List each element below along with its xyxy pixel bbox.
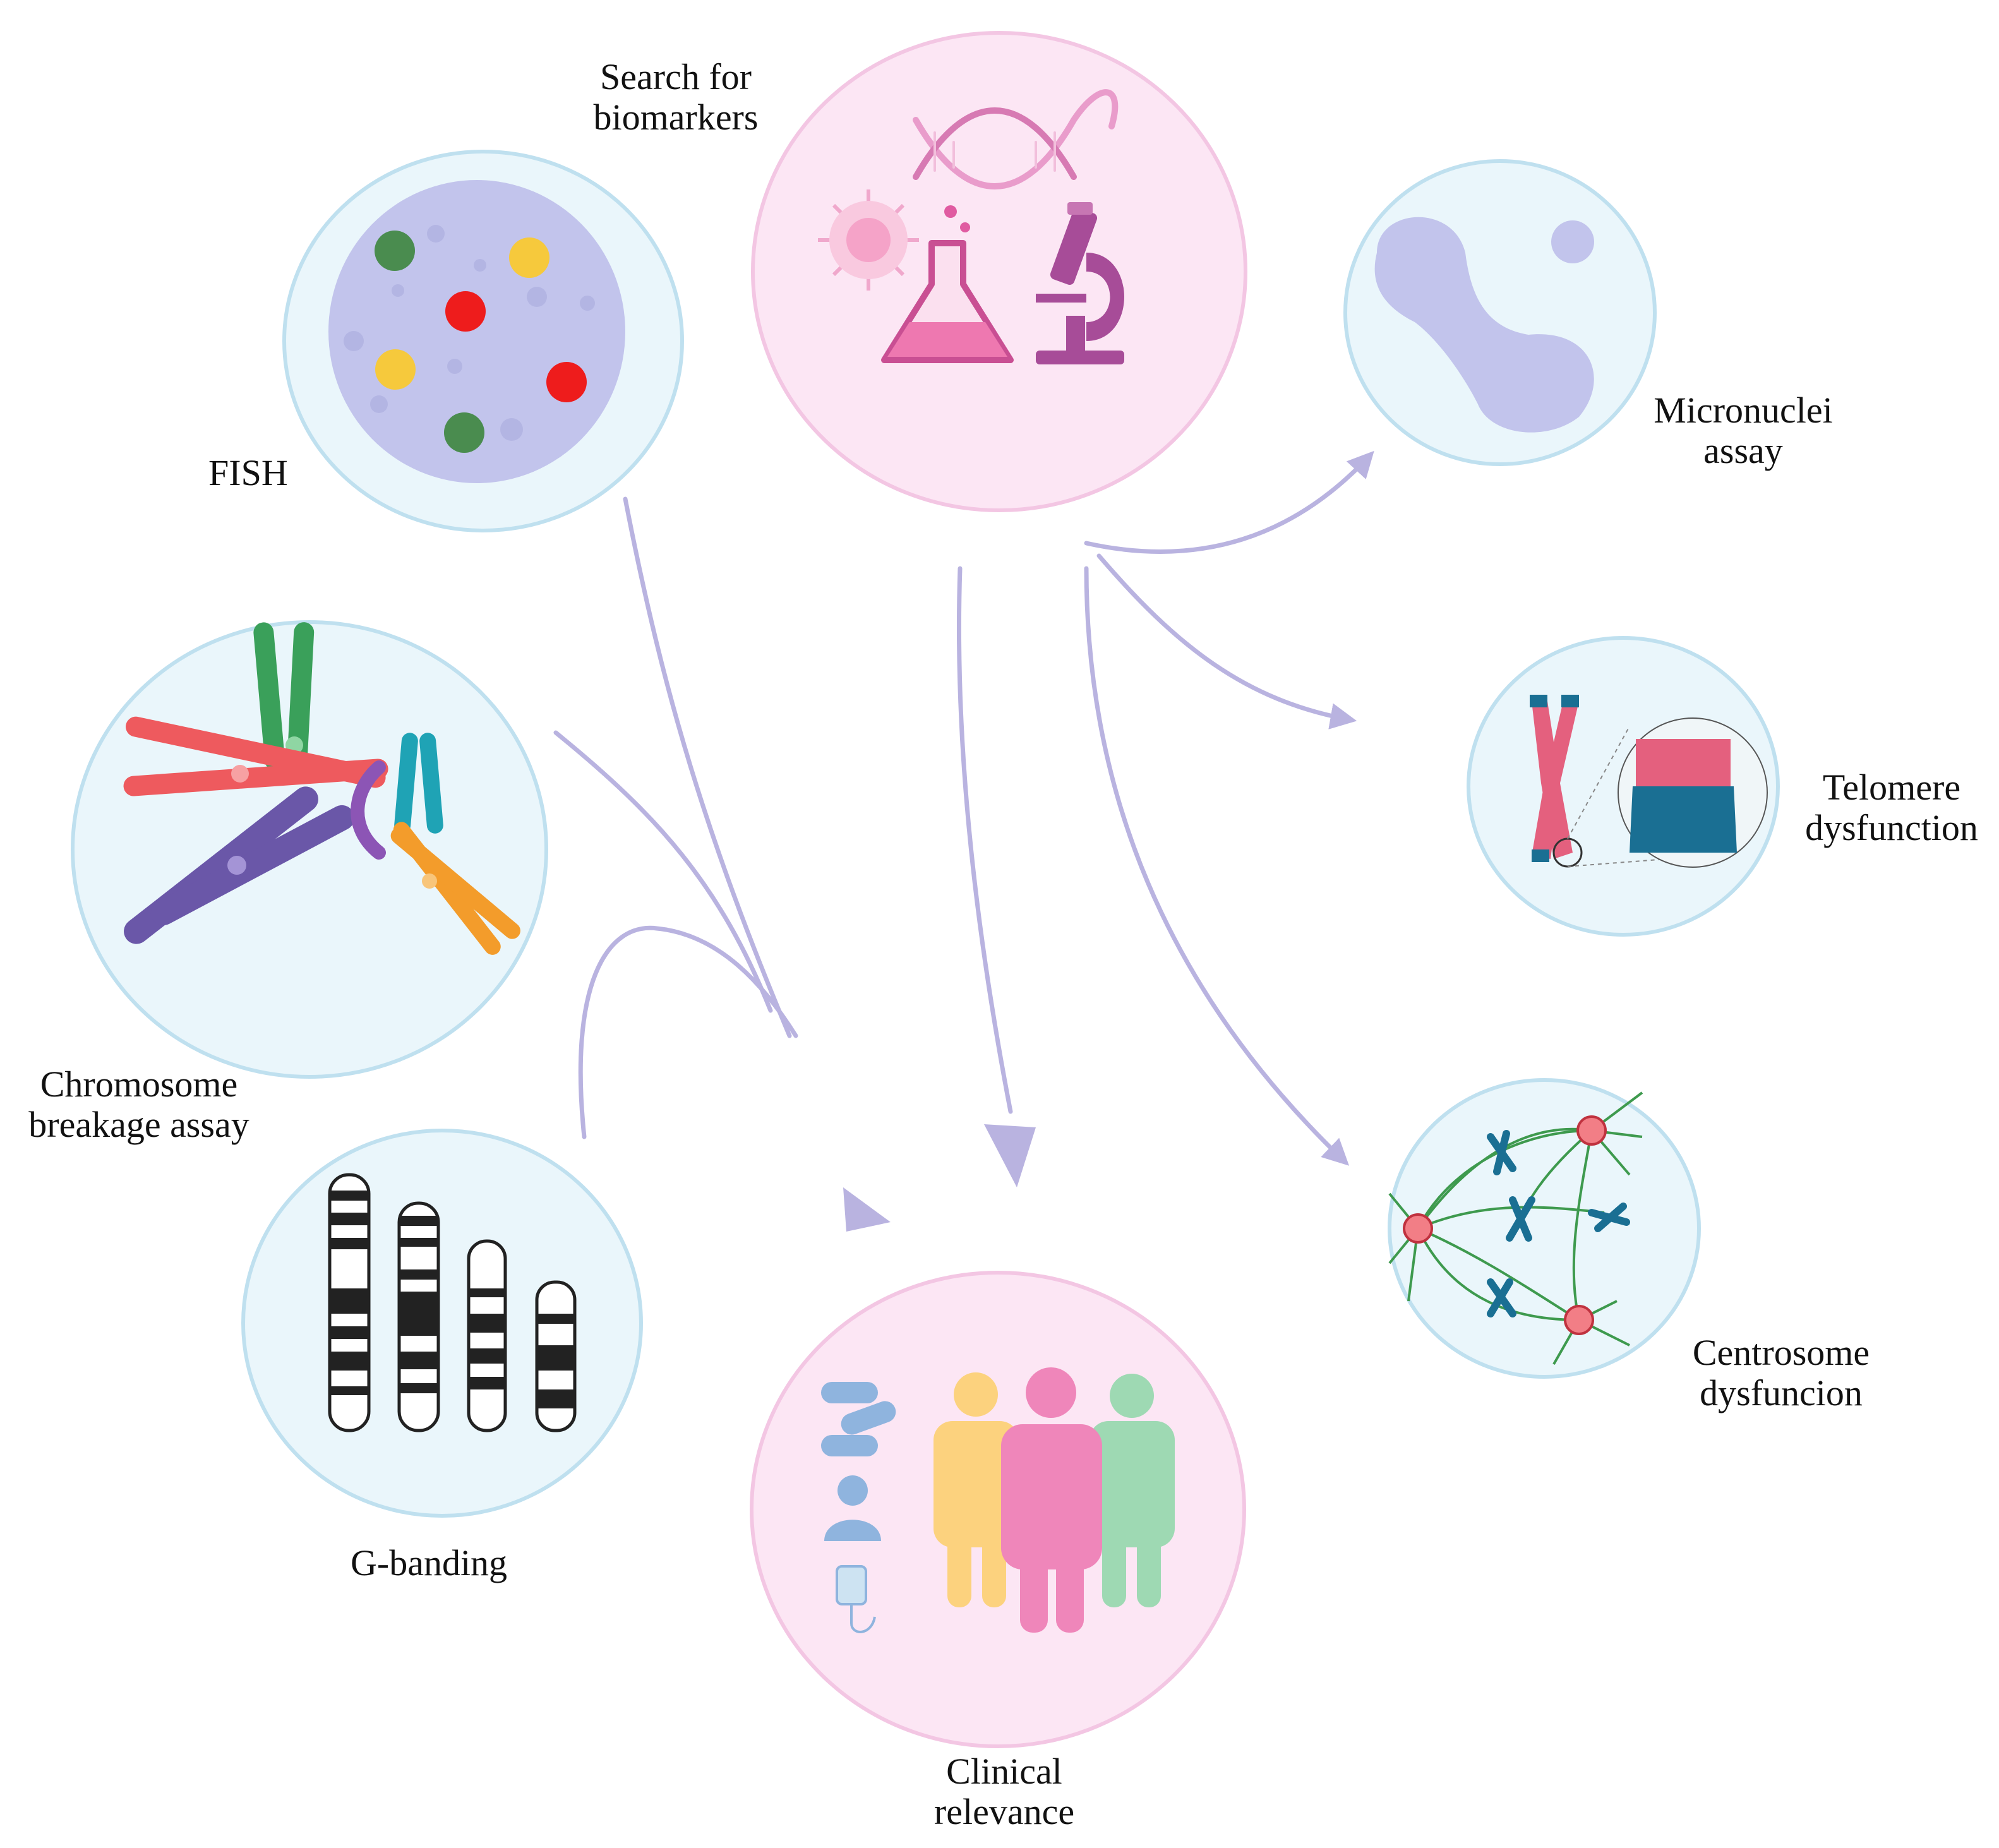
iv-bag-icon <box>836 1565 876 1633</box>
banded-chromosome <box>535 1280 577 1432</box>
chromosome-pink <box>1530 695 1579 862</box>
centrosome-illustration <box>1388 1078 1701 1379</box>
label-chromosome-breakage-assay: Chromosome breakage assay <box>13 1064 265 1145</box>
label-line: dysfunction <box>1805 807 1978 848</box>
label-telomere-dysfunction: Telomere dysfunction <box>1791 767 1993 848</box>
fish-signal-green <box>444 412 484 453</box>
label-line: dysfuncion <box>1700 1372 1863 1413</box>
microscope-icon <box>1036 202 1124 364</box>
label-line: breakage assay <box>28 1104 249 1145</box>
label-line: Search for <box>600 56 752 97</box>
fish-signal-green <box>375 231 415 271</box>
spindle-fibers <box>1388 1091 1643 1365</box>
centrosome <box>1403 1213 1433 1244</box>
fish-signal-yellow <box>509 237 549 278</box>
telomere-illustration <box>1467 636 1780 937</box>
label-line: relevance <box>933 1791 1075 1832</box>
fish-signal-yellow <box>375 349 416 390</box>
chromosome-cyan <box>394 733 443 834</box>
arrow-search-to-telomere <box>1096 553 1357 729</box>
fish-signal-red <box>546 362 587 402</box>
chromosome-green <box>253 622 315 771</box>
micronuclei-illustration <box>1343 159 1657 466</box>
label-line: Micronuclei <box>1654 390 1833 431</box>
label-line: biomarkers <box>593 97 759 138</box>
chromosome-red <box>123 716 388 796</box>
arrow-fish-to-clinical <box>623 496 792 1038</box>
cell-icon <box>818 189 919 291</box>
chromosome-breakage-illustration <box>71 620 548 1079</box>
gbanding-illustration <box>241 1129 643 1518</box>
telomere-zoom <box>1636 739 1731 789</box>
label-centrosome-dysfuncion: Centrosome dysfuncion <box>1667 1333 1895 1413</box>
banded-chromosome <box>328 1173 371 1432</box>
label-g-banding: G-banding <box>351 1542 508 1583</box>
banded-chromosome <box>397 1201 440 1432</box>
person-pink-icon <box>1001 1367 1102 1633</box>
arrow-gbanding-to-clinical <box>578 925 798 1139</box>
dna-icon <box>913 89 1119 189</box>
fish-signal-red <box>445 291 486 332</box>
label-line: Telomere <box>1822 767 1961 808</box>
biomarkers-illustration <box>751 31 1247 512</box>
flask-icon <box>881 205 1014 363</box>
clinical-illustration <box>750 1271 1246 1748</box>
doctor-icon <box>824 1475 881 1541</box>
centrosome <box>1564 1305 1594 1335</box>
person-green-icon <box>1090 1374 1175 1607</box>
label-clinical-relevance: Clinical relevance <box>891 1751 1118 1832</box>
arrows <box>553 450 1374 1166</box>
chromosome-small-purple <box>351 760 386 860</box>
chromosome-purple <box>124 786 355 944</box>
fish-illustration <box>282 150 684 532</box>
centrosome <box>1576 1115 1607 1146</box>
arrow-search-to-centrosome <box>1084 566 1350 1166</box>
arrow-search-to-micronuclei <box>1084 450 1374 554</box>
banded-chromosome <box>467 1239 507 1432</box>
label-line: Chromosome <box>40 1064 238 1105</box>
label-fish: FISH <box>208 452 288 493</box>
chromosome-orange <box>390 822 520 955</box>
person-yellow-icon <box>933 1372 1019 1607</box>
label-line: assay <box>1703 430 1783 471</box>
label-line: Clinical <box>946 1751 1062 1792</box>
pill-icon <box>821 1382 896 1456</box>
label-line: Centrosome <box>1692 1332 1870 1373</box>
label-search-for-biomarkers: Search for biomarkers <box>572 57 780 138</box>
blue-chromosomes <box>1487 1130 1630 1317</box>
micronucleus <box>1551 220 1594 263</box>
arrow-search-to-clinical <box>956 566 1013 1114</box>
arrowhead-center <box>984 1124 1036 1187</box>
arrowhead-left <box>843 1187 891 1232</box>
label-micronuclei-assay: Micronuclei assay <box>1636 390 1851 471</box>
arrow-breakage-to-clinical <box>553 730 773 1013</box>
